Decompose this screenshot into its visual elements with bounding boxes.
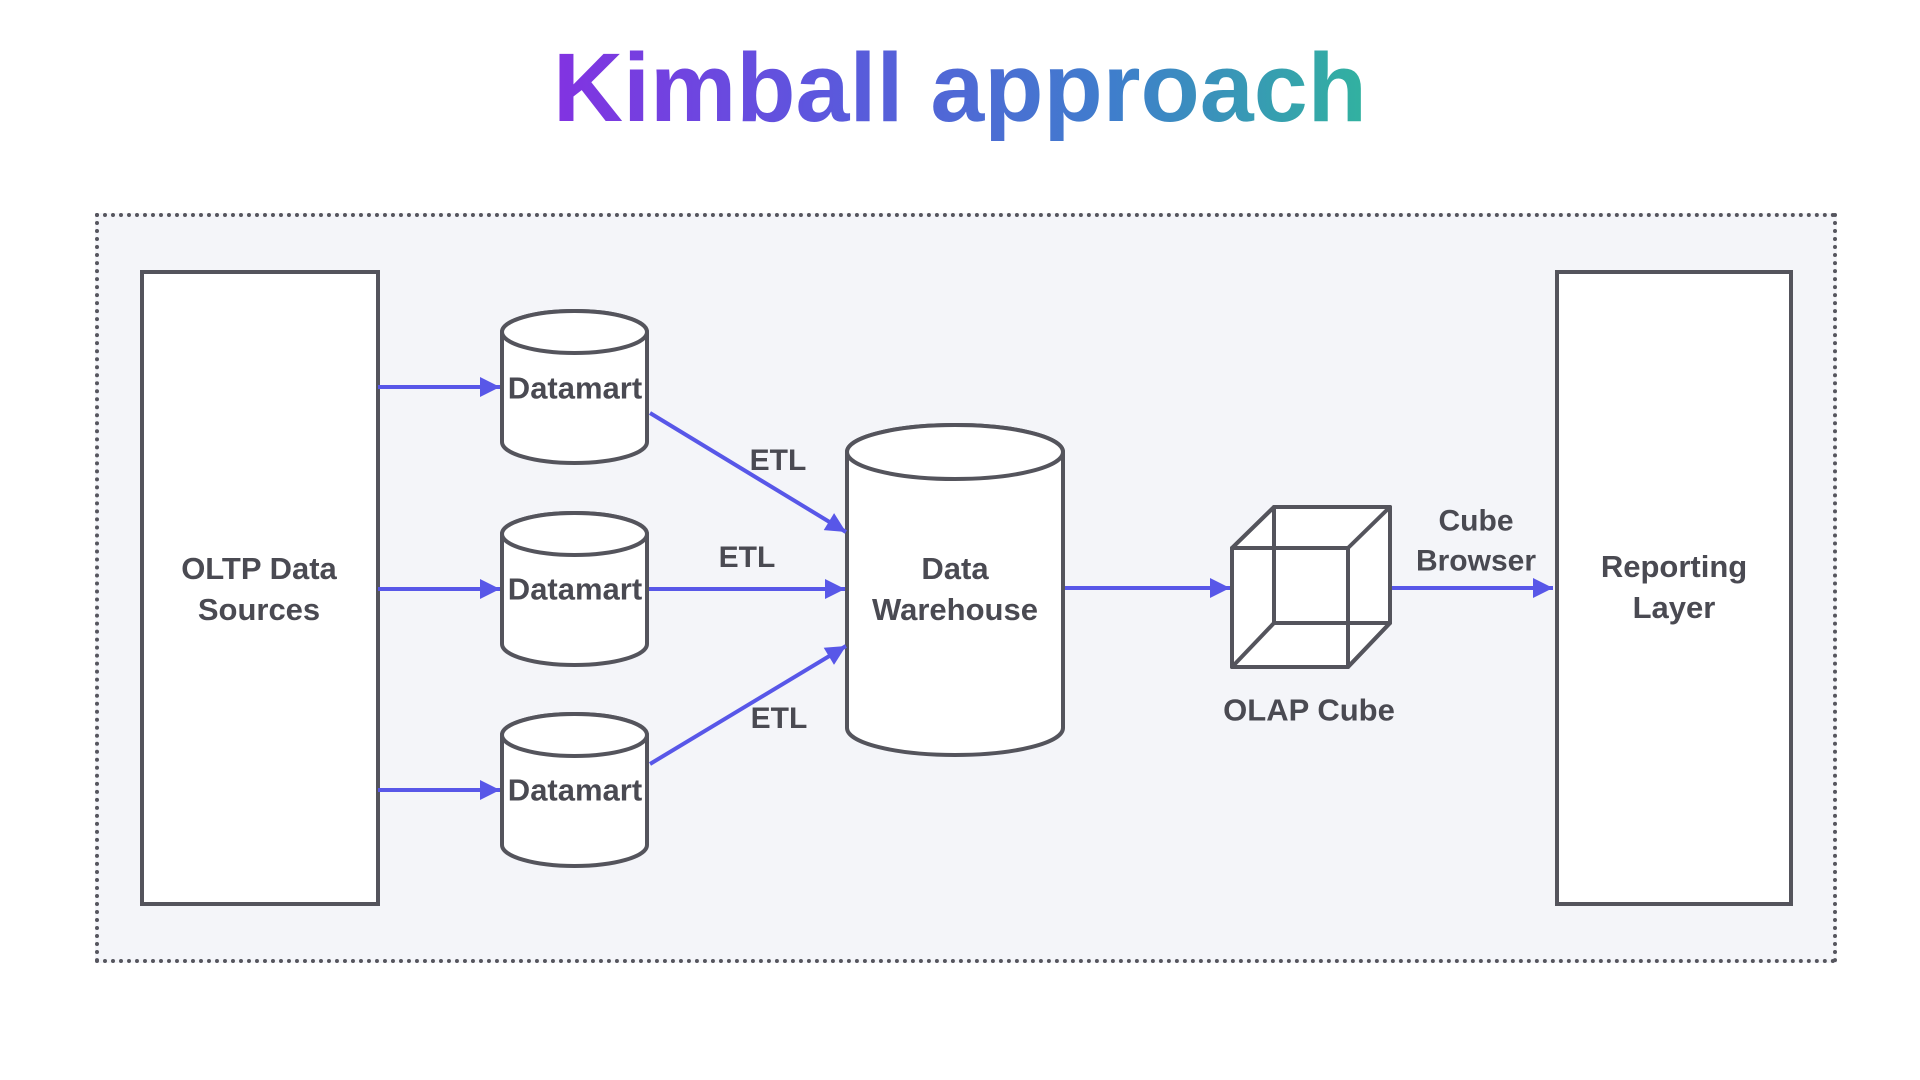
olap-cube-icon xyxy=(1230,505,1392,669)
cube-browser-label: Cube Browser xyxy=(1415,504,1537,577)
etl-label-top: ETL xyxy=(749,444,807,478)
data-warehouse-label: Data Warehouse xyxy=(872,551,1038,627)
oltp-sources-box xyxy=(140,270,380,906)
arrow-datamart3-to-warehouse xyxy=(648,644,848,766)
datamart-2-cylinder-icon xyxy=(500,511,649,667)
data-warehouse-cylinder-icon xyxy=(845,423,1065,757)
datamart-2-label: Datamart xyxy=(507,571,643,607)
arrow-datamart1-to-warehouse xyxy=(648,411,848,534)
oltp-sources-label: OLTP Data Sources xyxy=(181,551,337,627)
reporting-layer-box xyxy=(1555,270,1793,906)
datamart-3-cylinder-icon xyxy=(500,712,649,868)
etl-label-middle: ETL xyxy=(718,541,776,575)
reporting-layer-label: Reporting Layer xyxy=(1600,549,1748,625)
datamart-1-label: Datamart xyxy=(507,370,643,406)
etl-label-bottom: ETL xyxy=(750,702,808,736)
datamart-3-label: Datamart xyxy=(507,772,643,808)
page-title: Kimball approach xyxy=(0,30,1920,145)
datamart-1-cylinder-icon xyxy=(500,309,649,465)
olap-cube-label: OLAP Cube xyxy=(1223,692,1395,728)
